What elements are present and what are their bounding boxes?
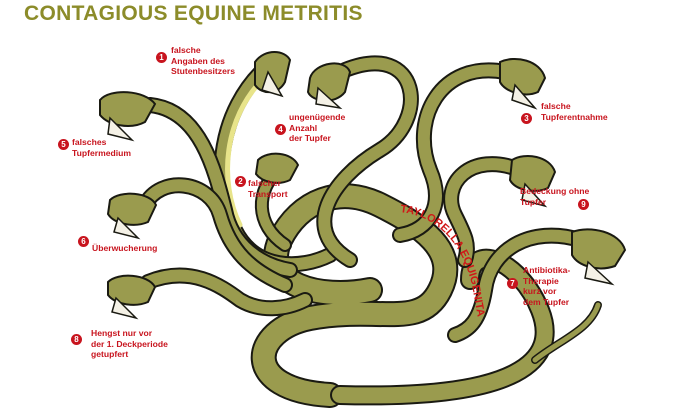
label-9-text: Bedeckung ohne Tupfer xyxy=(520,186,590,207)
label-4-badge: 4 xyxy=(275,124,286,135)
label-8-badge: 8 xyxy=(71,334,82,345)
label-2-text: falscher Transport xyxy=(248,178,288,199)
serpent-head-1 xyxy=(254,51,292,98)
serpent-head-9 xyxy=(508,155,557,208)
label-7-badge: 7 xyxy=(507,278,518,289)
serpent-head-5 xyxy=(99,91,157,142)
label-5-text: falsches Tupfermedium xyxy=(72,137,132,158)
label-6-text: Überwucherung xyxy=(92,243,158,253)
serpent-main-body xyxy=(250,183,555,408)
label-9-badge: 9 xyxy=(578,199,589,210)
serpent-neck-7 xyxy=(447,227,588,343)
serpent-neck-3 xyxy=(392,62,513,243)
label-1-badge: 1 xyxy=(156,52,167,63)
label-1-text: falsche Angaben des Stutenbesitzers xyxy=(171,45,235,76)
label-7-text: Antibiotika- Therapie kurz vor dem Tupfe… xyxy=(523,265,571,307)
serpent-head-4 xyxy=(306,62,352,110)
label-8-text: Hengst nur vor der 1. Deckperiode getupf… xyxy=(91,328,168,359)
serpent-head-8 xyxy=(107,274,157,320)
label-3-badge: 3 xyxy=(521,113,532,124)
label-4-text: ungenügende Anzahl der Tupfer xyxy=(289,112,346,143)
label-3-text: falsche Tupferentnahme xyxy=(541,101,608,122)
label-2-badge: 2 xyxy=(235,176,246,187)
center-label: TAYLORELLA EQUIGENITALIS xyxy=(0,0,487,318)
serpent-head-2 xyxy=(254,152,300,184)
serpent-neck-8 xyxy=(140,267,313,317)
label-6-badge: 6 xyxy=(78,236,89,247)
serpent-head-3 xyxy=(499,58,547,110)
serpent-neck-9 xyxy=(443,156,528,268)
label-5-badge: 5 xyxy=(58,139,69,150)
serpent-neck-4 xyxy=(316,55,419,268)
page-title: CONTAGIOUS EQUINE METRITIS xyxy=(24,2,363,25)
serpent-tail xyxy=(531,301,602,364)
serpent-neck-6 xyxy=(137,177,293,293)
serpent-head-6 xyxy=(106,192,158,240)
serpent-head-7 xyxy=(571,228,627,286)
